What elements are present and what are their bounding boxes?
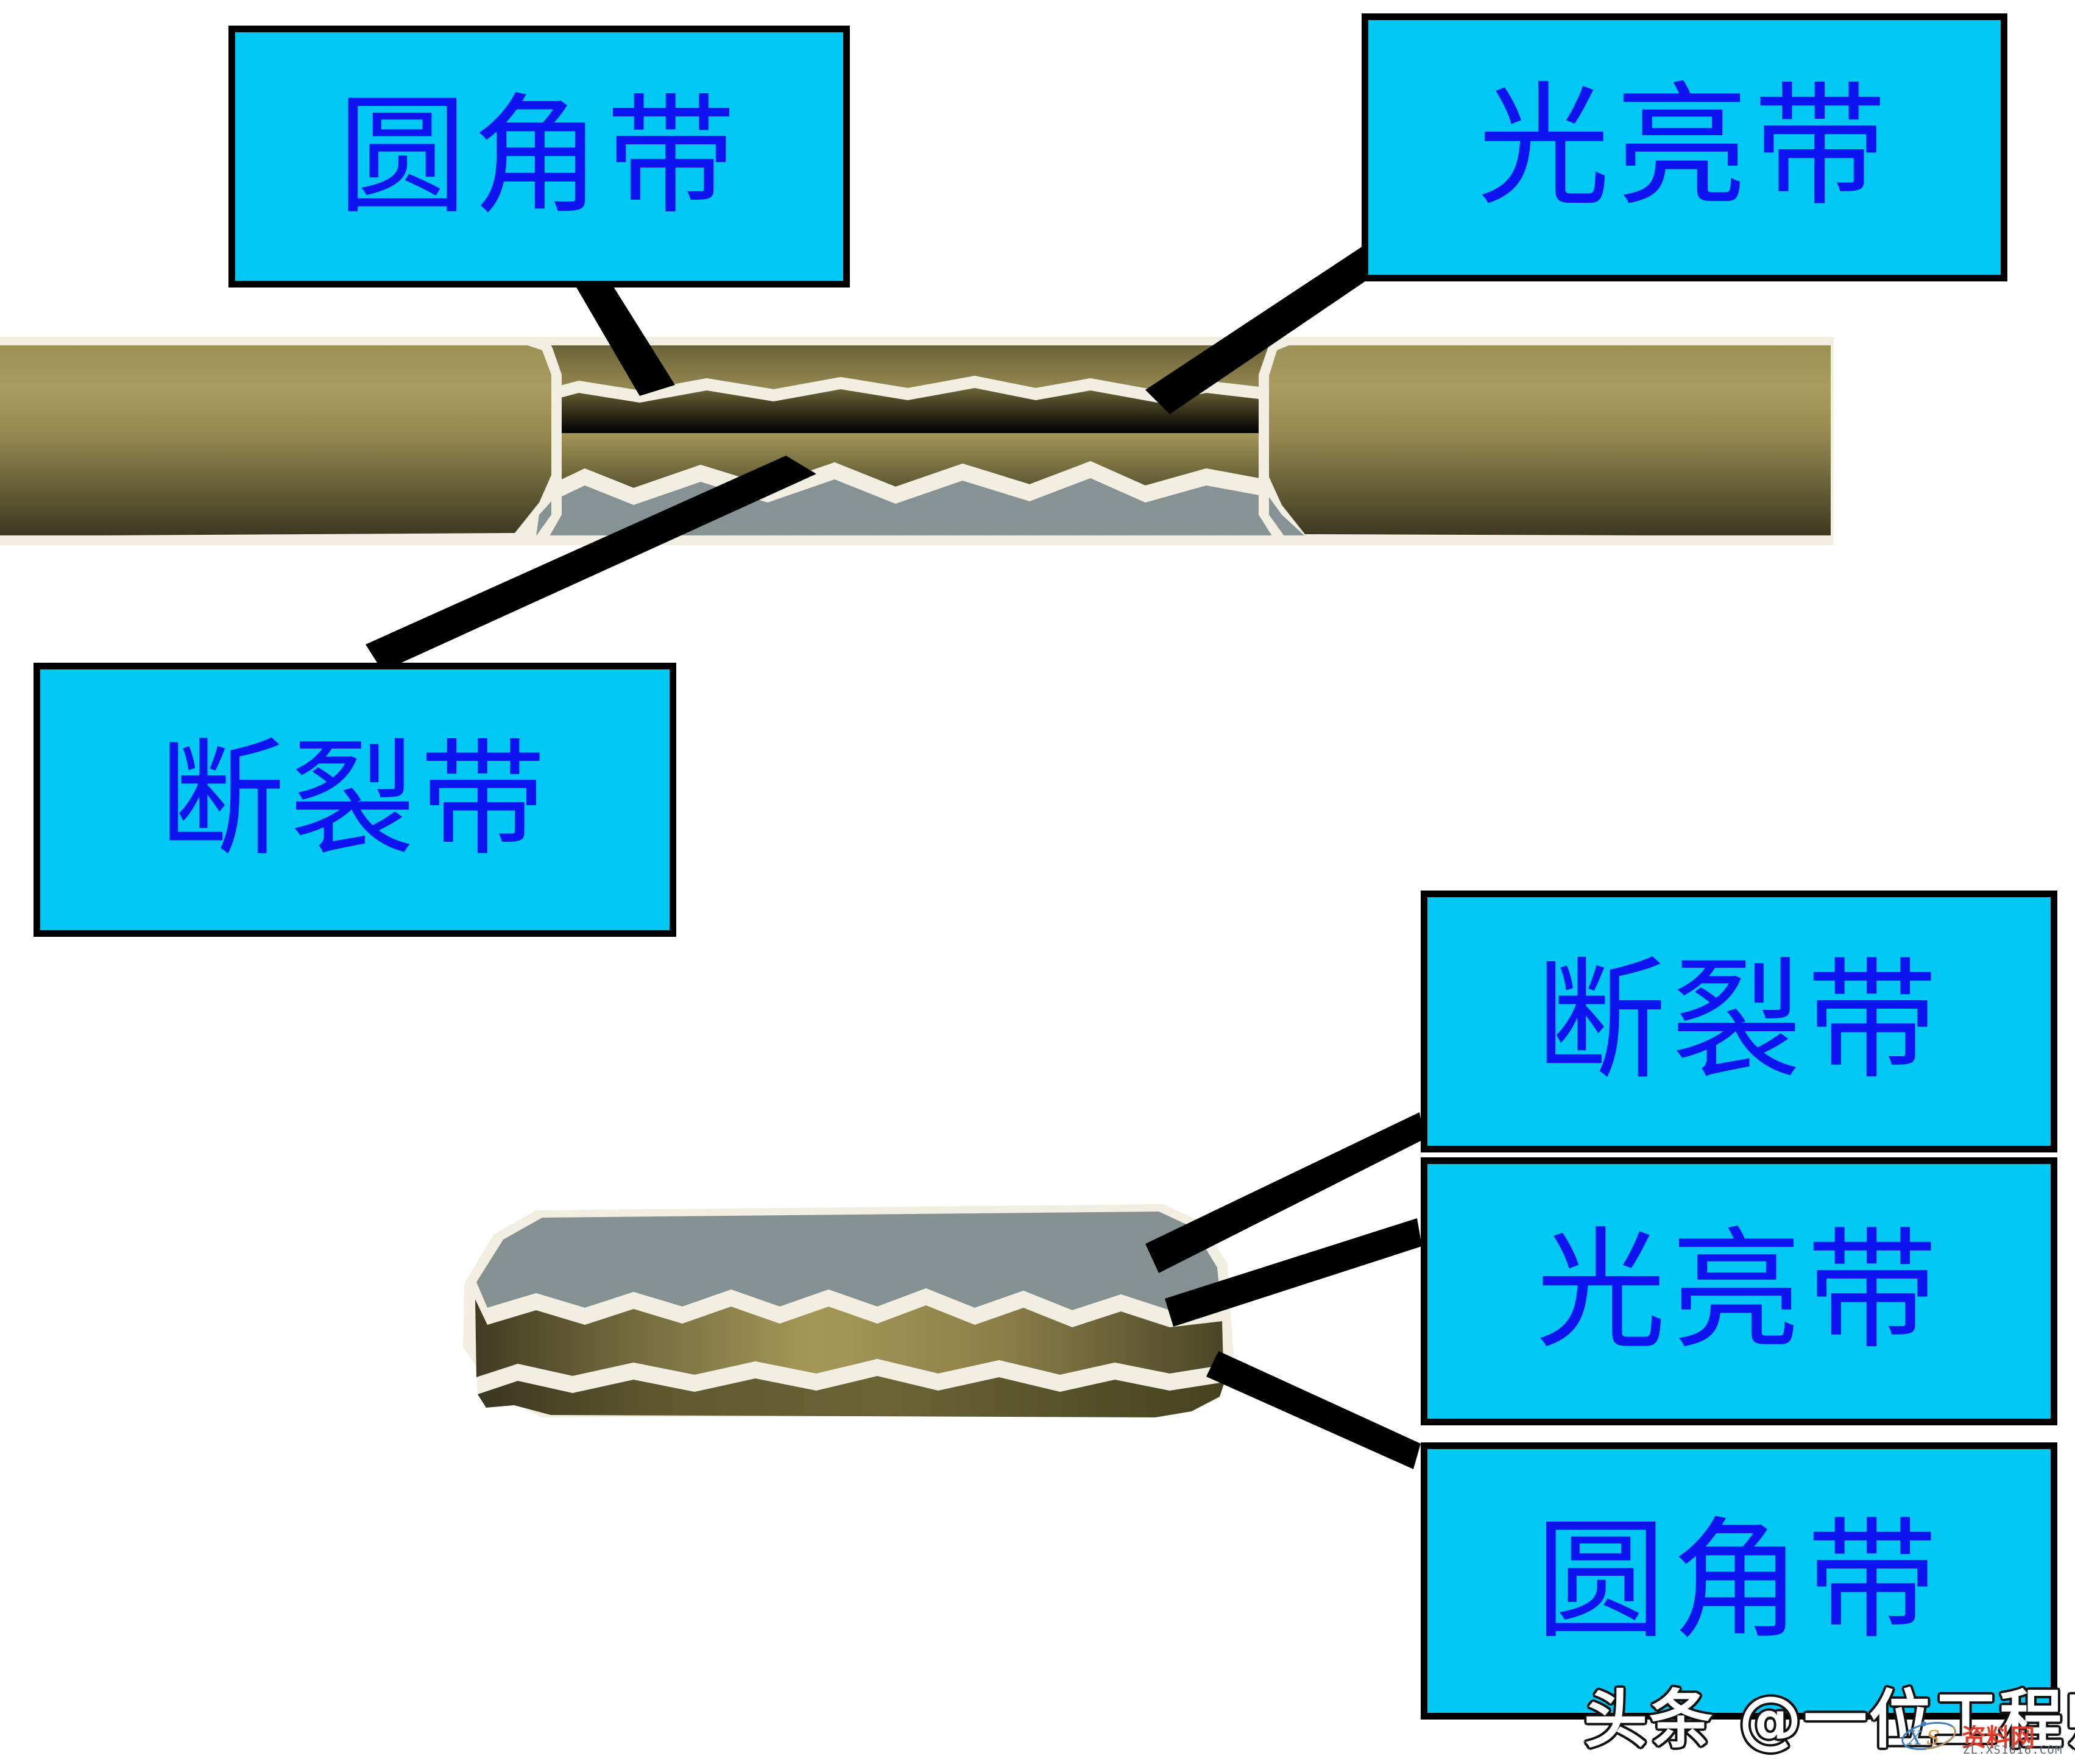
label-text-fillet-top: 圆角带: [338, 81, 741, 231]
slab-bright-fillet-boundary: [476, 1359, 1225, 1394]
author-watermark: 头条 @一位工程师: [1584, 1682, 2075, 1757]
site-logo-url: ZL.XS1616.COM: [1963, 1743, 2063, 1757]
fillet-zone-band: [551, 345, 1269, 390]
bright-zone-band: [551, 388, 1269, 488]
label-box-bright-right[interactable]: 光亮带: [1421, 1157, 2057, 1425]
slab-top-face-fracture: [476, 1212, 1221, 1310]
label-text-fracture-right: 断裂带: [1535, 945, 1943, 1097]
site-logo: X S 资料网 ZL.XS1616.COM: [1900, 1719, 2064, 1758]
label-text-bright-right: 光亮带: [1535, 1215, 1943, 1367]
slab-fracture-bright-boundary: [475, 1282, 1222, 1327]
bar-top-rail: [0, 337, 1834, 345]
xs-ellipse-icon: X S: [1901, 1721, 1956, 1751]
label-box-fillet-right[interactable]: 圆角带: [1421, 1442, 2057, 1720]
fillet-bright-boundary: [551, 376, 1269, 403]
label-box-fracture-right[interactable]: 断裂带: [1421, 891, 2057, 1152]
label-box-bright-top[interactable]: 光亮带: [1362, 13, 2007, 281]
bright-fracture-boundary: [551, 461, 1269, 505]
right-solid-block: [1269, 344, 1831, 536]
bar-bottom-rail: [0, 535, 1834, 545]
label-text-bright-top: 光亮带: [1477, 70, 1892, 224]
label-text-fillet-right: 圆角带: [1535, 1505, 1943, 1657]
label-box-fillet-top[interactable]: 圆角带: [228, 26, 850, 288]
site-logo-name: 资料网: [1962, 1724, 2035, 1752]
label-text-fracture-left: 断裂带: [159, 727, 551, 873]
left-solid-block: [0, 344, 551, 536]
svg-text:S: S: [1926, 1726, 1940, 1749]
label-box-fracture-left[interactable]: 断裂带: [34, 663, 676, 937]
slab-bottom-face-fillet: [478, 1376, 1225, 1417]
slab-middle-face-bright: [475, 1299, 1223, 1377]
cross-section-illustration: [0, 337, 1834, 545]
svg-text:X: X: [1906, 1726, 1923, 1749]
slab-3d-illustration: [463, 1204, 1234, 1417]
